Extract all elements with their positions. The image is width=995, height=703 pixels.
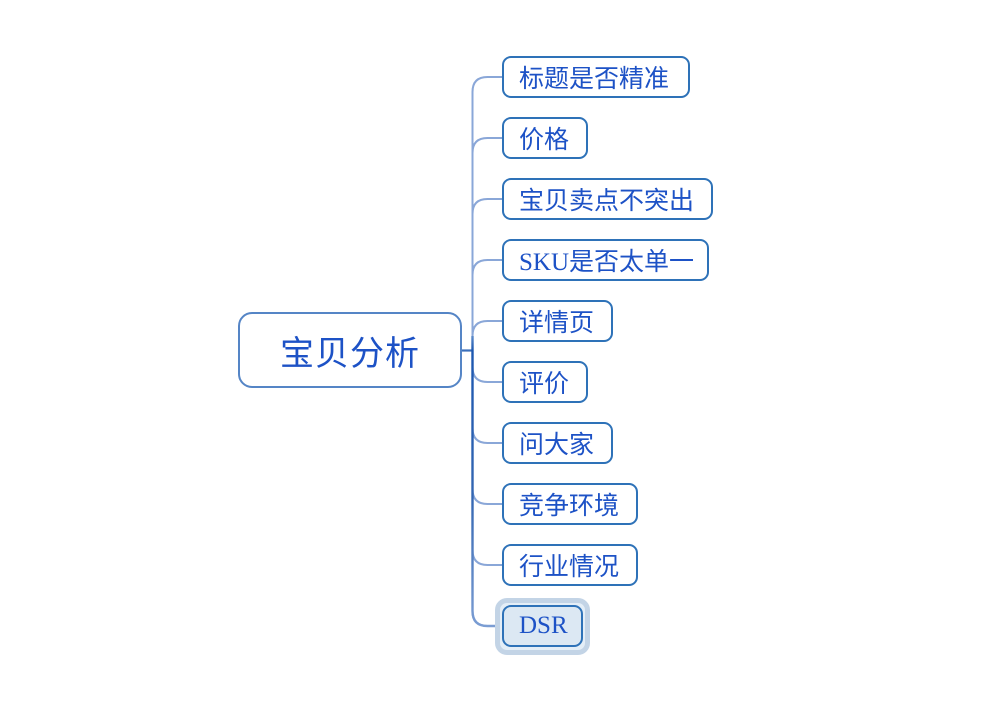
subtopic-label: DSR	[519, 612, 568, 639]
subtopic-node[interactable]: 问大家	[502, 422, 613, 464]
branch-line	[471, 320, 502, 351]
subtopic-node[interactable]: 价格	[502, 117, 588, 159]
branch-line	[471, 76, 502, 351]
branch-line	[471, 198, 502, 351]
branch-line	[471, 350, 500, 627]
trunk-line	[471, 336, 497, 628]
subtopic-label: 竞争环境	[519, 493, 620, 520]
subtopic-label: 宝贝卖点不突出	[519, 188, 695, 215]
branch-line	[471, 350, 502, 383]
subtopic-node[interactable]: 宝贝卖点不突出	[502, 178, 713, 220]
subtopic-label: 评价	[519, 371, 570, 398]
subtopic-label: 价格	[519, 127, 570, 154]
branch-line	[471, 259, 502, 351]
branch-line	[471, 137, 502, 351]
branch-line	[471, 350, 502, 444]
subtopic-label: 详情页	[519, 310, 595, 337]
subtopic-node[interactable]: 评价	[502, 361, 588, 403]
subtopic-node[interactable]: 标题是否精准	[502, 56, 690, 98]
subtopic-node-dsr-selected[interactable]: DSR	[502, 605, 583, 647]
subtopic-label: 问大家	[519, 432, 595, 459]
branch-line	[471, 350, 502, 505]
subtopic-label: 行业情况	[519, 554, 620, 581]
subtopic-label: SKU是否太单一	[519, 249, 695, 276]
subtopic-node[interactable]: 竞争环境	[502, 483, 638, 525]
subtopic-node[interactable]: 详情页	[502, 300, 613, 342]
subtopic-node[interactable]: 行业情况	[502, 544, 638, 586]
subtopic-node[interactable]: SKU是否太单一	[502, 239, 709, 281]
root-topic-label: 宝贝分析	[280, 335, 420, 373]
subtopic-label: 标题是否精准	[519, 66, 670, 93]
root-topic-node[interactable]: 宝贝分析	[238, 312, 462, 388]
